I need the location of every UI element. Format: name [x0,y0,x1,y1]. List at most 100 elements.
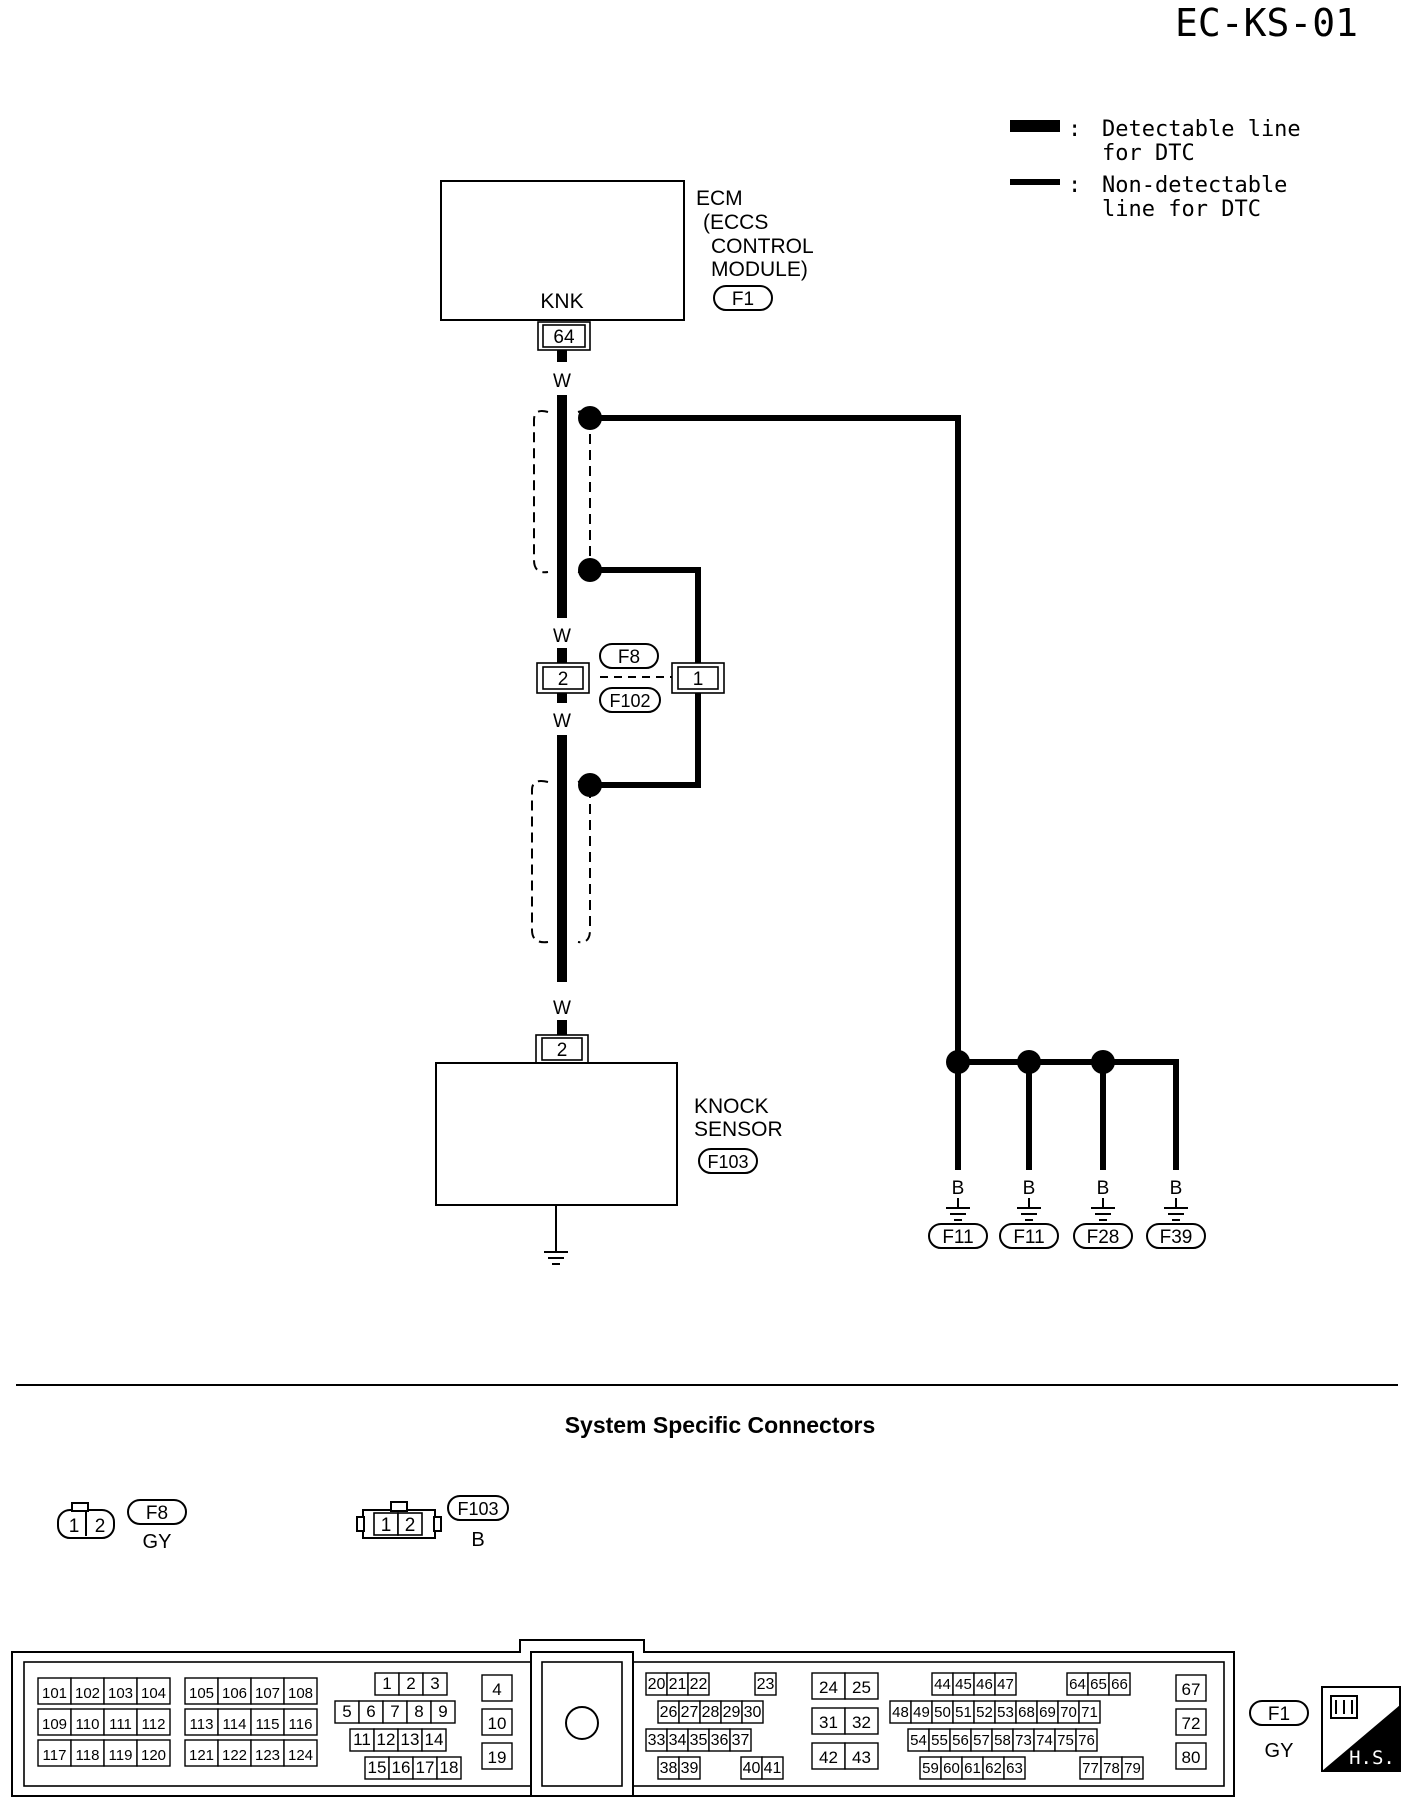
svg-text:37: 37 [732,1732,750,1749]
joint-tag-top: F8 [599,643,659,669]
svg-text:F103: F103 [457,1499,498,1519]
legend-thin-line-icon [1010,179,1060,185]
ecm-pin-cell: 28 [699,1700,722,1724]
svg-text:36: 36 [711,1732,729,1749]
ground-joint-3 [1091,1050,1115,1074]
svg-text:59: 59 [922,1760,939,1777]
svg-text:116: 116 [289,1716,313,1733]
ecm-subtitle-2: CONTROL [711,235,814,258]
ecm-pin-cell: 78 [1100,1756,1123,1780]
ecm-pin-cell: 58 [991,1728,1014,1752]
svg-text:78: 78 [1103,1760,1120,1777]
ecm-pin-cell: 71 [1078,1700,1101,1724]
ecm-pin-cell: 20 [645,1672,668,1696]
ground-icon [1017,1198,1041,1221]
svg-text:65: 65 [1090,1676,1107,1693]
ecm-pin-cell: 112 [136,1708,171,1736]
svg-text:33: 33 [648,1732,666,1749]
ecm-pin-cell: 32 [844,1707,879,1735]
svg-text:14: 14 [425,1730,444,1749]
ecm-pin-cell: 109 [37,1708,72,1736]
ground-icon [1091,1198,1115,1221]
ecm-pin-cell: 113 [184,1708,219,1736]
svg-text:7: 7 [390,1702,399,1721]
svg-text:10: 10 [488,1714,507,1733]
ecm-pin-cell: 118 [70,1739,105,1767]
shield-joint-mid [578,558,602,582]
svg-text:52: 52 [976,1704,993,1721]
ecm-pin-cell: 37 [729,1728,752,1752]
section-title: System Specific Connectors [565,1412,876,1438]
svg-text:21: 21 [669,1676,687,1693]
ground-wire-color: B [1097,1178,1110,1199]
ecm-pin-cell: 56 [949,1728,972,1752]
svg-text:F39: F39 [1160,1227,1193,1248]
ecm-pin-cell: 27 [678,1700,701,1724]
joint-pin-1: 1 [671,662,725,694]
svg-text:121: 121 [189,1747,214,1764]
ground-bus [946,1050,1179,1170]
wire-color-mid-upper: W [553,626,571,647]
ecm-pin-cell: 44 [931,1672,954,1696]
ecm-pin-cell: 17 [412,1756,438,1780]
ecm-pin-cell: 4 [481,1674,513,1702]
svg-text:101: 101 [42,1685,67,1702]
svg-text:112: 112 [142,1716,166,1733]
connector-f103-pin-1: 1 [381,1515,392,1536]
svg-text:8: 8 [414,1702,423,1721]
ecm-pin-cell: 102 [70,1677,105,1705]
ecm-terminal-label: KNK [540,290,583,313]
ecm-pin-cell: 53 [994,1700,1017,1724]
svg-text:19: 19 [488,1748,507,1767]
svg-text:122: 122 [222,1747,247,1764]
knock-sensor: 2 KNOCK SENSOR F103 [435,1034,783,1265]
svg-text:22: 22 [690,1676,708,1693]
svg-text:104: 104 [141,1685,166,1702]
ecm-connector-color: GY [1265,1740,1294,1762]
wire-color-top: W [553,371,571,392]
svg-text:2: 2 [558,669,569,690]
svg-text:F8: F8 [146,1503,168,1524]
svg-text:F8: F8 [618,647,640,668]
ecm-pin-cell: 111 [103,1708,138,1736]
svg-text:64: 64 [553,327,575,348]
svg-text:F103: F103 [707,1152,748,1172]
ecm-pin-cell: 11 [349,1728,375,1752]
ecm-pin-cell: 72 [1175,1708,1207,1736]
ground-wire-color: B [1023,1178,1036,1199]
svg-text:109: 109 [42,1716,67,1733]
svg-text:77: 77 [1082,1760,1099,1777]
svg-text:F1: F1 [732,289,754,310]
ecm-pin-cell: 34 [666,1728,689,1752]
ecm-pin-cell: 106 [217,1677,252,1705]
ecm-pin-cell: 18 [436,1756,462,1780]
ecm-pin-cell: 121 [184,1739,219,1767]
ecm-pin-cell: 60 [940,1756,963,1780]
svg-text:F11: F11 [942,1227,973,1248]
ground-wire-color: B [952,1178,965,1199]
ecm-pin-cell: 30 [741,1700,764,1724]
ecm-pin-cell: 25 [844,1672,879,1700]
ecm-pin-cell: 46 [973,1672,996,1696]
svg-text:35: 35 [690,1732,708,1749]
ecm-pin-cell: 33 [645,1728,668,1752]
svg-text:3: 3 [430,1674,439,1693]
ecm-pin-cell: 77 [1079,1756,1102,1780]
ecm-pin-cell: 43 [844,1742,879,1770]
connector-f103-color: B [471,1529,484,1551]
svg-text:113: 113 [190,1716,214,1733]
ecm-pin-cell: 52 [973,1700,996,1724]
svg-text:108: 108 [288,1685,313,1702]
svg-text:50: 50 [934,1704,951,1721]
svg-text:124: 124 [288,1747,313,1764]
svg-text:9: 9 [438,1702,447,1721]
ground-icon [1164,1198,1188,1221]
ecm-pin-cell: 65 [1087,1672,1110,1696]
svg-text:67: 67 [1182,1680,1201,1699]
svg-text:27: 27 [681,1704,699,1721]
ecm-pin-cell: 24 [811,1672,846,1700]
svg-text:103: 103 [108,1685,133,1702]
svg-text:53: 53 [997,1704,1014,1721]
